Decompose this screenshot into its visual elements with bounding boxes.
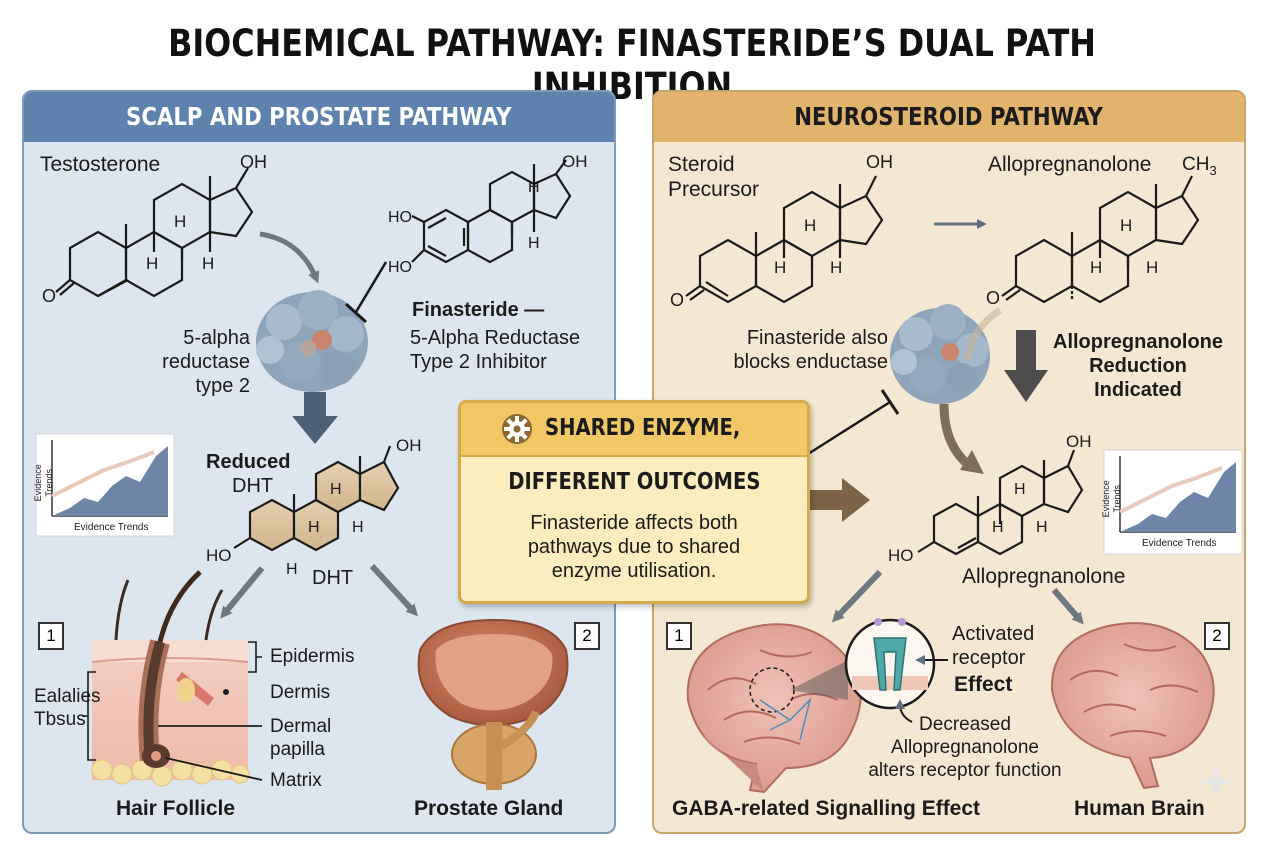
evidence-trends-right-caption: Evidence Trends	[1142, 538, 1217, 549]
allopregnanolone-bottom-label: Allopregnanolone	[962, 565, 1126, 588]
allo-bottom-ho-label: HO	[888, 546, 914, 565]
epidermis-label: Epidermis	[270, 646, 355, 667]
precursor-h2-label: H	[774, 258, 787, 277]
step-2-right: 2	[1204, 622, 1230, 650]
gear-icon	[502, 414, 532, 444]
estradiol-h1-label: H	[528, 179, 540, 196]
allo-top-h3-label: H	[1146, 258, 1159, 277]
step-1-right: 1	[666, 622, 692, 650]
allo-top-o-label: O	[986, 288, 1001, 308]
testosterone-h2-label: H	[146, 254, 159, 273]
callout-line1: SHARED ENZYME,	[545, 415, 741, 441]
estradiol-ho2-label: HO	[388, 259, 412, 276]
testosterone-h3-label: H	[202, 254, 215, 273]
dht-h2-label: H	[308, 519, 320, 536]
neurosteroid-header: NEUROSTEROID PATHWAY	[654, 92, 1244, 142]
effect-label: Effect	[954, 673, 1013, 696]
allo-bottom-oh-label: OH	[1066, 432, 1092, 451]
allo-bottom-h3-label: H	[1036, 519, 1048, 536]
hair-follicle-label: Hair Follicle	[116, 797, 236, 820]
reduced-label: Reduced	[206, 451, 291, 473]
evidence-trends-left-axis: Evidence Trends	[33, 464, 54, 502]
shared-enzyme-callout: SHARED ENZYME, DIFFERENT OUTCOMES Finast…	[458, 400, 810, 604]
precursor-o-label: O	[670, 290, 685, 310]
step-2-left: 2	[574, 622, 600, 650]
testosterone-h1-label: H	[174, 212, 187, 231]
reduced-dht-label: DHT	[232, 475, 274, 497]
step-1-left: 1	[38, 622, 64, 650]
precursor-h1-label: H	[804, 216, 817, 235]
scalp-prostate-header: SCALP AND PROSTATE PATHWAY	[24, 92, 614, 142]
dht-label: DHT	[312, 567, 354, 589]
testosterone-label: Testosterone	[40, 153, 161, 176]
dht-oh-label: OH	[396, 436, 422, 455]
dht-h1-label: H	[330, 481, 342, 498]
finasteride-title: Finasteride —	[412, 299, 545, 321]
callout-header: SHARED ENZYME,	[461, 403, 807, 457]
human-brain-label: Human Brain	[1074, 797, 1205, 820]
matrix-label: Matrix	[270, 770, 322, 791]
dht-h3-label: H	[352, 519, 364, 536]
page-title: BIOCHEMICAL PATHWAY: FINASTERIDE’S DUAL …	[168, 22, 1096, 108]
precursor-h3-label: H	[830, 258, 843, 277]
estradiol-ho1-label: HO	[388, 209, 412, 226]
testosterone-o-label: O	[42, 286, 57, 306]
estradiol-oh-label: OH	[562, 152, 588, 171]
dht-ho-label: HO	[206, 546, 232, 565]
allo-bottom-h1-label: H	[1014, 481, 1026, 498]
dermis-label: Dermis	[270, 682, 331, 703]
allo-bottom-h2-label: H	[992, 519, 1004, 536]
allopregnanolone-top-label: Allopregnanolone	[988, 153, 1152, 176]
estradiol-h2-label: H	[528, 235, 540, 252]
allo-top-h1-label: H	[1120, 216, 1133, 235]
precursor-oh-label: OH	[866, 152, 893, 172]
ch3-label: CH3	[1182, 154, 1217, 178]
dht-h4-label: H	[286, 561, 298, 578]
testosterone-oh-label: OH	[240, 152, 267, 172]
evidence-trends-left-caption: Evidence Trends	[74, 522, 149, 533]
gaba-signalling-label: GABA-related Signalling Effect	[672, 797, 981, 820]
prostate-gland-label: Prostate Gland	[414, 797, 564, 820]
callout-line2: DIFFERENT OUTCOMES	[507, 469, 761, 495]
allo-top-h2-label: H	[1090, 258, 1103, 277]
evidence-trends-right-axis: Evidence Trends	[1101, 480, 1122, 518]
